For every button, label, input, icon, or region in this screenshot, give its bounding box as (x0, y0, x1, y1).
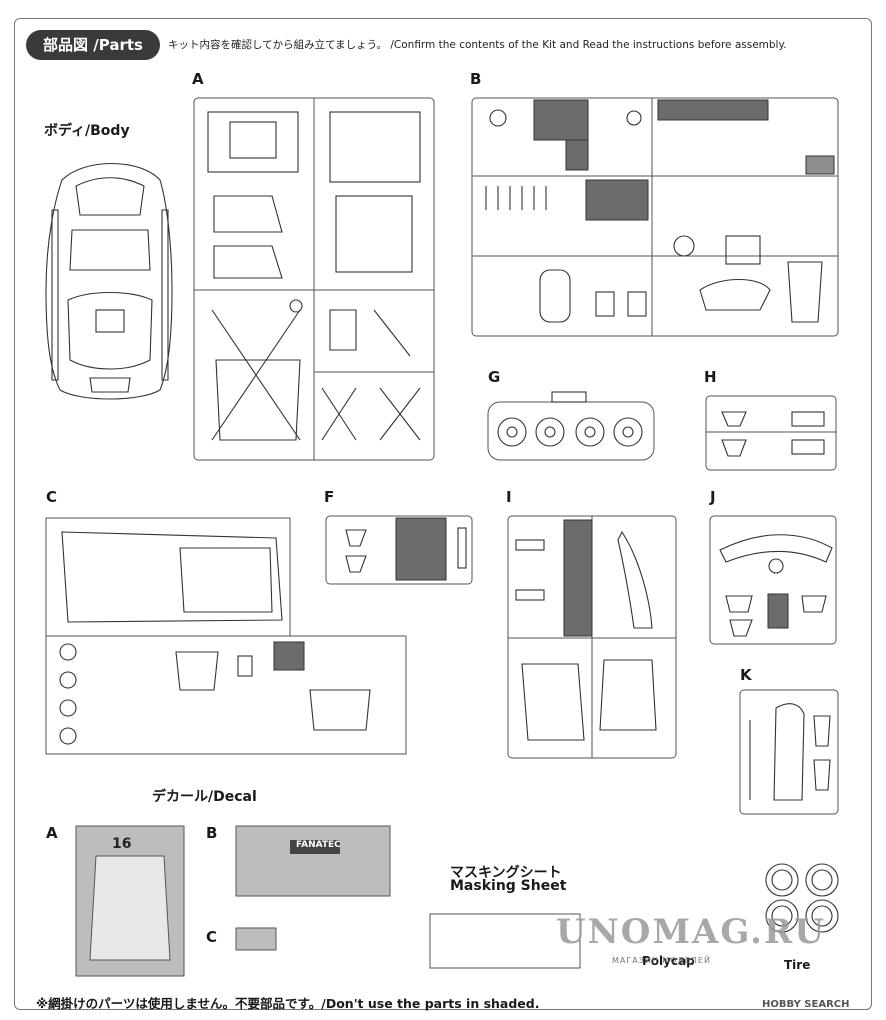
sprue-j-label: J (710, 488, 716, 506)
decal-title: デカール/Decal (152, 789, 257, 805)
decal-banner: FANATEC (296, 840, 341, 850)
sprue-k-label: K (740, 666, 752, 684)
footer-note: ※網掛けのパーツは使用しません。不要部品です。/Don't use the pa… (36, 996, 540, 1011)
tire-label: Tire (784, 958, 811, 972)
masking-title-jp: マスキングシート (450, 865, 562, 881)
decal-badge-number: 16 (112, 836, 132, 852)
masking-title-en: Masking Sheet (450, 878, 567, 894)
polycap-label: Polycap (642, 954, 695, 968)
sprue-g-label: G (488, 368, 501, 386)
watermark: UNOMAG.RU (556, 912, 826, 952)
credit: HOBBY SEARCH (762, 999, 850, 1010)
sprue-a-label: A (192, 70, 204, 88)
decal-c-label: C (206, 928, 218, 946)
sprue-i-label: I (506, 488, 512, 506)
parts-title: 部品図 /Parts (26, 30, 160, 60)
watermark-sub: МАГАЗИН МОДЕЛЕЙ (612, 956, 711, 965)
decal-a-label: A (46, 824, 58, 842)
sprue-f-label: F (324, 488, 335, 506)
sprue-h-label: H (704, 368, 717, 386)
body-label: ボディ/Body (44, 123, 130, 139)
sprue-b-label: B (470, 70, 482, 88)
decal-b-label: B (206, 824, 218, 842)
page-frame (14, 18, 872, 1010)
sprue-c-label: C (46, 488, 58, 506)
wheel-icon (497, 417, 643, 447)
instructions-note: キット内容を確認してから組み立てましょう。 /Confirm the conte… (168, 39, 787, 51)
